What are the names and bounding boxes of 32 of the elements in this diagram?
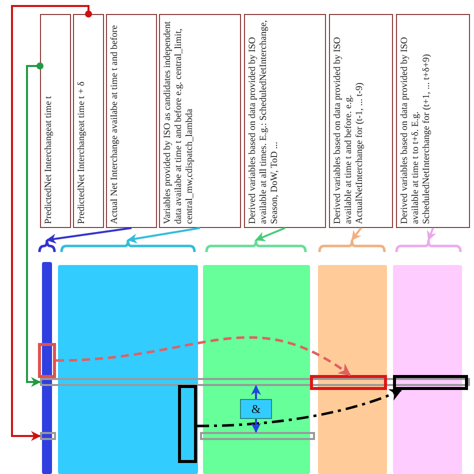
box-text: Variables provided by ISO as candidates independent data availabe at time t and before e.g. central_limit, central_mw,cdispatch_lambda bbox=[163, 20, 196, 224]
arrow bbox=[46, 227, 132, 244]
arrow bbox=[351, 227, 362, 241]
text-box bbox=[106, 14, 157, 228]
arrow bbox=[426, 228, 436, 241]
operator-box bbox=[240, 399, 272, 419]
text-box bbox=[73, 14, 104, 228]
row-marker bbox=[40, 432, 56, 440]
dashed-arrow bbox=[196, 388, 402, 428]
box-text: Derived variables based on data provided by ISO available at all times. E.g.: ScheduledNetInterchange, Season, DoW, ToD ... bbox=[248, 20, 281, 224]
text-box bbox=[159, 14, 241, 228]
arrow bbox=[251, 419, 261, 433]
row-marker bbox=[200, 432, 315, 440]
box-text: PredictedNet Interchangeat time t bbox=[44, 95, 55, 224]
dashed-arrow bbox=[56, 336, 352, 376]
row-marker bbox=[40, 378, 470, 386]
text-box bbox=[244, 14, 326, 228]
highlight-box bbox=[310, 375, 387, 390]
box-text: Actual Net Interchange availabe at time t and before bbox=[110, 24, 121, 224]
highlight-box bbox=[38, 343, 56, 378]
box-text: PredictedNet Interchangeat time t + δ bbox=[77, 80, 88, 224]
operator-symbol: & bbox=[251, 402, 261, 416]
text-box bbox=[40, 14, 71, 228]
box-text: Derived variables based on data provided by ISO available at time t and before. e.g. ActualNetInterchange for (t-1, ... t-9) bbox=[333, 36, 366, 224]
arrow bbox=[11, 5, 90, 441]
arrow bbox=[251, 385, 261, 399]
highlight-box bbox=[393, 375, 468, 390]
text-box bbox=[396, 14, 470, 228]
box-text: Derived variables based on data provided by ISO available at time t to t+δ. E.g. ScheduledNetInterchange for (t+1, ... t+δ+9) bbox=[400, 36, 433, 224]
text-box bbox=[329, 14, 393, 228]
arrow bbox=[26, 65, 41, 387]
highlight-box bbox=[178, 385, 197, 463]
